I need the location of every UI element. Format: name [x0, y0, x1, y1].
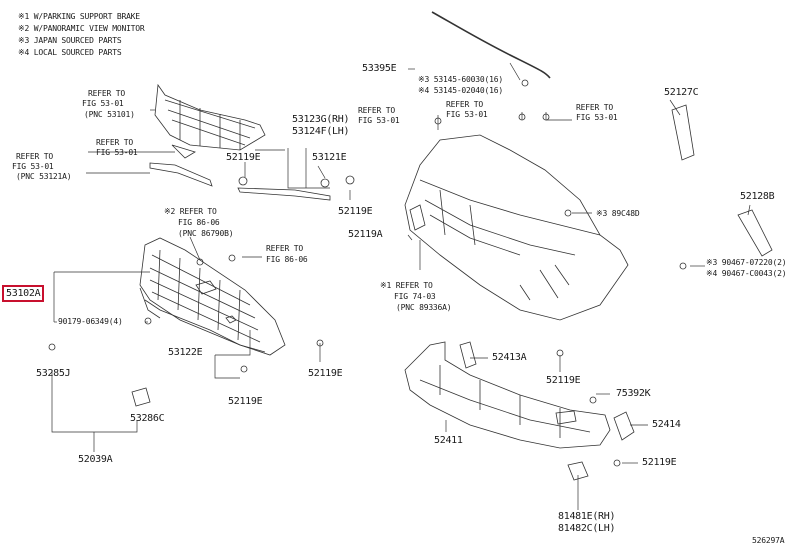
part-52127C-label[interactable]: 52127C: [664, 87, 699, 98]
refer-note[interactable]: FIG 53-01: [82, 99, 124, 108]
part-81482C-label[interactable]: 81482C(LH): [558, 523, 616, 534]
part-53121E-label[interactable]: 53121E: [312, 152, 347, 163]
part-52413A-label[interactable]: 52413A: [492, 352, 527, 363]
part-89C48D-label[interactable]: ※3 89C48D: [596, 209, 640, 218]
refer-note[interactable]: REFER TO: [88, 89, 125, 98]
refer-note[interactable]: REFER TO: [96, 138, 133, 147]
part-75392K-label[interactable]: 75392K: [616, 388, 651, 399]
legend-line-4: ※4 LOCAL SOURCED PARTS: [18, 48, 122, 57]
legend-line-2: ※2 W/PANORAMIC VIEW MONITOR: [18, 24, 145, 33]
refer-note[interactable]: FIG 86-06: [178, 218, 220, 227]
bumper-cover-illustration: [404, 134, 629, 321]
refer-note[interactable]: FIG 53-01: [446, 110, 488, 119]
part-90467-C0043-label[interactable]: ※4 90467-C0043(2): [706, 269, 787, 278]
part-90467-07220-label[interactable]: ※3 90467-07220(2): [706, 258, 787, 267]
refer-note[interactable]: ※1 REFER TO: [380, 281, 433, 290]
upper-panel-illustration: [154, 83, 266, 151]
illustration-code: 526297A: [752, 536, 785, 545]
refer-note-pnc: (PNC 89336A): [396, 303, 452, 312]
part-52119E-label[interactable]: 52119E: [546, 375, 581, 386]
part-53285J-label[interactable]: 53285J: [36, 368, 71, 379]
refer-note-pnc: (PNC 53121A): [16, 172, 72, 181]
refer-note[interactable]: REFER TO: [266, 244, 303, 253]
part-52128B-label[interactable]: 52128B: [740, 191, 775, 202]
part-52119E-label[interactable]: 52119E: [308, 368, 343, 379]
legend-line-1: ※1 W/PARKING SUPPORT BRAKE: [18, 12, 140, 21]
front-grille-illustration: [139, 237, 286, 356]
part-53123G-label[interactable]: 53123G(RH): [292, 114, 350, 125]
part-52119E-label[interactable]: 52119E: [228, 396, 263, 407]
refer-note[interactable]: FIG 74-03: [394, 292, 436, 301]
part-53124F-label[interactable]: 53124F(LH): [292, 126, 350, 137]
refer-note[interactable]: ※2 REFER TO: [164, 207, 217, 216]
refer-note[interactable]: FIG 86-06: [266, 255, 308, 264]
refer-note[interactable]: FIG 53-01: [96, 148, 138, 157]
refer-note[interactable]: REFER TO: [576, 103, 613, 112]
refer-note[interactable]: FIG 53-01: [358, 116, 400, 125]
part-53286C-label[interactable]: 53286C: [130, 413, 165, 424]
part-90179-label[interactable]: 90179-06349(4): [58, 317, 123, 326]
part-53395E-label[interactable]: 53395E: [362, 63, 397, 74]
part-52119E-label[interactable]: 52119E: [338, 206, 373, 217]
part-52411-label[interactable]: 52411: [434, 435, 463, 446]
refer-note[interactable]: REFER TO: [358, 106, 395, 115]
part-53145-02040-label[interactable]: ※4 53145-02040(16): [418, 86, 503, 95]
refer-note[interactable]: REFER TO: [446, 100, 483, 109]
part-53102A-label[interactable]: 53102A: [2, 285, 45, 302]
part-52039A-label[interactable]: 52039A: [78, 454, 113, 465]
legend-line-3: ※3 JAPAN SOURCED PARTS: [18, 36, 122, 45]
refer-note-pnc: (PNC 86790B): [178, 229, 234, 238]
refer-note[interactable]: REFER TO: [16, 152, 53, 161]
part-52119E-label[interactable]: 52119E: [226, 152, 261, 163]
refer-note-pnc: (PNC 53101): [84, 110, 135, 119]
part-53122E-label[interactable]: 53122E: [168, 347, 203, 358]
part-81481E-label[interactable]: 81481E(RH): [558, 511, 616, 522]
part-52414-label[interactable]: 52414: [652, 419, 681, 430]
refer-note[interactable]: FIG 53-01: [12, 162, 54, 171]
part-52119E-label[interactable]: 52119E: [642, 457, 677, 468]
part-52119A-label[interactable]: 52119A: [348, 229, 383, 240]
part-53145-60030-label[interactable]: ※3 53145-60030(16): [418, 75, 503, 84]
refer-note[interactable]: FIG 53-01: [576, 113, 618, 122]
absorber-illustration: [404, 341, 611, 449]
